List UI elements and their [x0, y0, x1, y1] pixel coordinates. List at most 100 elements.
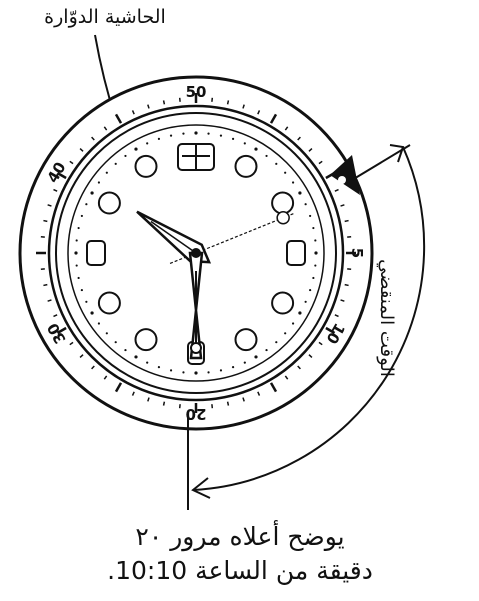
- dial-tick: [146, 361, 149, 364]
- dial-tick: [275, 162, 278, 165]
- bezel-tick: [147, 397, 150, 402]
- bezel-tick: [344, 219, 349, 223]
- dial-tick: [314, 239, 317, 242]
- bezel-tick: [114, 113, 123, 124]
- bezel-number: 20: [186, 405, 207, 423]
- dial-tick: [284, 171, 287, 174]
- hour-marker: [234, 328, 258, 352]
- bezel-tick: [53, 314, 58, 318]
- bezel-tick: [53, 188, 58, 192]
- dial-tick: [243, 361, 246, 364]
- bezel-tick: [242, 397, 245, 402]
- twelve-marker: [177, 143, 215, 171]
- hour-marker: [286, 240, 306, 266]
- bezel-tick: [79, 354, 84, 358]
- dial-tick: [207, 371, 210, 374]
- dial-tick: [169, 369, 173, 372]
- bezel-tick: [325, 326, 336, 335]
- dial-tick: [304, 203, 307, 206]
- bezel-tick: [47, 204, 52, 207]
- bezel-tick: [297, 365, 301, 370]
- bezel-tick: [297, 136, 301, 141]
- bezel-tick: [103, 126, 108, 131]
- dial-tick: [134, 147, 138, 151]
- dial-tick: [90, 311, 94, 315]
- dial-tick: [75, 239, 78, 242]
- bezel-tick: [257, 110, 261, 115]
- hour-marker: [271, 291, 295, 315]
- center-pin: [191, 248, 201, 258]
- dial-tick: [134, 355, 138, 359]
- dial-tick: [182, 132, 185, 135]
- dial-tick: [74, 251, 78, 255]
- elapsed-arrow-bottom: [191, 477, 211, 499]
- bezel-tick: [43, 283, 48, 287]
- bezel-tick: [269, 113, 278, 124]
- dial-tick: [298, 191, 302, 195]
- bezel-tick: [318, 341, 323, 346]
- bezel-tick: [162, 100, 166, 105]
- dial-tick: [314, 264, 317, 267]
- bezel-tick: [344, 283, 349, 287]
- bezel-tick: [340, 299, 345, 302]
- dial-tick: [85, 300, 88, 303]
- dial-tick: [169, 134, 173, 137]
- bezel-tick: [242, 104, 245, 109]
- bezel-tick: [103, 375, 108, 380]
- dial-tick: [182, 371, 185, 374]
- second-hand-lume: [276, 211, 290, 225]
- bezel-tick: [284, 126, 289, 131]
- watch-hands: [136, 210, 294, 360]
- dial-tick: [219, 134, 223, 137]
- dial-tick: [265, 154, 268, 158]
- elapsed-arc: [192, 146, 426, 491]
- bezel-tick: [114, 382, 123, 393]
- bezel-tick: [69, 341, 74, 346]
- dial-tick: [304, 300, 307, 303]
- dial-tick: [284, 332, 287, 335]
- dial-tick: [85, 203, 88, 206]
- bezel-ticks: [36, 93, 356, 413]
- bezel-tick: [79, 148, 84, 152]
- dial-tick: [219, 369, 223, 372]
- dial-tick: [298, 311, 302, 315]
- dial-tick: [146, 142, 149, 145]
- dial-tick: [77, 226, 80, 230]
- dial-tick: [124, 154, 127, 158]
- dial-tick: [254, 147, 258, 151]
- bezel-tick: [47, 299, 52, 302]
- dial-tick: [265, 348, 268, 352]
- hour-marker: [86, 240, 106, 266]
- bezel-tick: [226, 100, 230, 105]
- bezel-number: 50: [186, 83, 207, 101]
- dial-tick: [275, 341, 278, 344]
- dial-tick: [77, 276, 80, 280]
- dial-tick: [312, 276, 315, 280]
- dial-tick: [80, 288, 83, 292]
- hour-marker: [234, 154, 258, 178]
- dial-tick: [309, 288, 312, 292]
- dial-tick: [291, 181, 295, 184]
- dial-tick: [312, 226, 315, 230]
- elapsed-start-line: [351, 144, 411, 181]
- caption: يوضح أعلاه مرور ٢٠ دقيقة من الساعة 10:10…: [60, 520, 420, 588]
- bezel-tick: [162, 401, 166, 406]
- bezel-tick: [69, 160, 74, 165]
- dial-tick: [157, 137, 161, 140]
- bezel-tick: [308, 354, 313, 358]
- bezel-tick: [318, 160, 323, 165]
- bezel-tick: [340, 204, 345, 207]
- dial-tick: [75, 264, 78, 267]
- dial-minute-ticks: [74, 131, 318, 375]
- dial-tick: [231, 366, 235, 369]
- hour-marker: [134, 328, 158, 352]
- dial-tick: [254, 355, 258, 359]
- dial-tick: [194, 131, 198, 135]
- dial-tick: [194, 371, 198, 375]
- dial-tick: [90, 191, 94, 195]
- dial-tick: [124, 348, 127, 352]
- dial-tick: [207, 132, 210, 135]
- bezel-tick: [308, 148, 313, 152]
- dial-tick: [105, 332, 108, 335]
- dial-tick: [97, 322, 101, 325]
